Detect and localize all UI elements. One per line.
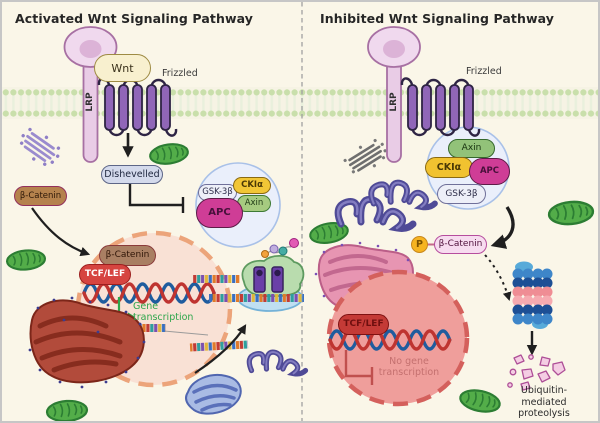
mrna-strand-icon	[189, 340, 249, 352]
mitochondria-icon	[546, 198, 596, 228]
no-gene-transcription-label: No gene transcription	[378, 356, 440, 378]
apc-protein: APC	[196, 198, 243, 228]
mitochondria-icon	[147, 140, 191, 168]
mitochondria-icon	[45, 398, 89, 421]
left-panel-title: Activated Wnt Signaling Pathway	[15, 11, 254, 26]
gene-transcription-label: Gene transcription	[133, 301, 194, 323]
cell-membrane	[2, 87, 598, 119]
lrp-label: LRP	[389, 92, 399, 112]
wnt-ligand: Wnt	[94, 54, 151, 82]
no-transcription-inhibition-bar	[344, 350, 374, 385]
right-panel-title: Inhibited Wnt Signaling Pathway	[320, 11, 555, 26]
translation-arrow	[194, 324, 247, 374]
ubiquitin-proteolysis-label: Ubiquitin- mediated proteolysis	[518, 385, 570, 419]
mitochondria-icon	[5, 247, 47, 273]
golgi-icon	[185, 374, 242, 415]
inhibition-bar	[128, 184, 185, 213]
gsk3b-protein: GSK-3β	[437, 184, 486, 204]
ckia-protein: CKIα	[233, 177, 271, 194]
phosphate-badge: P	[411, 236, 428, 253]
proteasome-icon	[512, 261, 553, 329]
dishevelled-protein: Dishevelled	[101, 165, 163, 184]
nucleus-right	[326, 269, 470, 407]
axin-protein: Axin	[448, 139, 495, 158]
centriole-gray-icon	[343, 138, 387, 174]
phosphorylation-arrow	[490, 206, 515, 249]
mitochondria-icon	[457, 385, 503, 417]
beta-catenin-translocation-arrow	[31, 207, 91, 257]
mrna-strand-icon	[209, 294, 304, 302]
frizzled-label: Frizzled	[466, 66, 502, 77]
apc-protein: APC	[469, 158, 510, 185]
centriole-icon	[19, 127, 61, 166]
nascent-peptide-chain	[264, 246, 292, 257]
tcf-lef-factor: TCF/LEF	[79, 264, 131, 285]
frizzled-receptor-icon	[400, 77, 481, 137]
dna-helix-icon	[82, 282, 216, 304]
frizzled-label: Frizzled	[162, 68, 198, 79]
beta-catenin-nucleus: β-Catenin	[99, 245, 156, 266]
lrp-label: LRP	[85, 92, 95, 112]
frizzled-receptor-icon	[97, 77, 178, 137]
tcf-lef-factor: TCF/LEF	[338, 314, 389, 335]
endoplasmic-reticulum-icon	[28, 296, 146, 389]
axin-protein: Axin	[237, 195, 271, 212]
beta-catenin-cytoplasm: β-Catenin	[14, 186, 67, 206]
protein-fragments-icon	[507, 354, 566, 391]
tubule-protein-icon	[249, 352, 305, 374]
mrna-tail-line	[163, 330, 209, 336]
degradation-dashed-arrow	[484, 254, 512, 301]
ckia-protein: CKIα	[425, 157, 473, 178]
mrna-strand-icon	[193, 275, 240, 283]
beta-catenin-phosphorylated: β-Catenin	[434, 235, 487, 254]
